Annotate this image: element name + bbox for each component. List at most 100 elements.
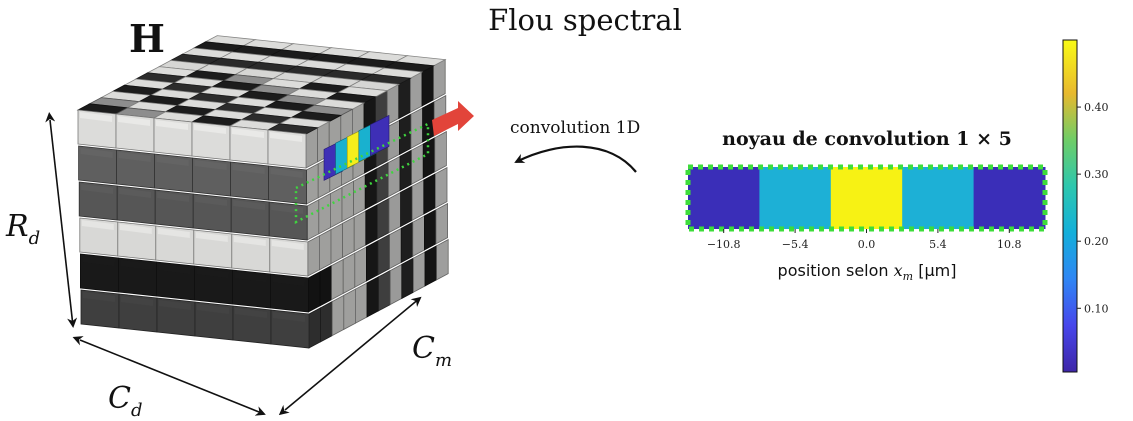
voxel-highlight [233,200,266,210]
voxel-highlight [156,120,188,130]
cube-front-face [77,109,310,349]
cube-side-voxel [319,264,333,307]
voxel-highlight [83,292,115,302]
kernel-x-tick-label: −5.4 [782,238,809,251]
cube-side-voxel [433,58,446,101]
voxel-highlight [196,268,229,278]
voxel-highlight [271,240,304,250]
cube-side-voxel [377,233,391,276]
cube-side-voxel [412,215,425,257]
cube-side-voxel [305,127,319,169]
cube-side-voxel [329,186,343,229]
voxel-highlight [194,124,226,134]
highlighted-voxel [370,114,390,157]
voxel-highlight [159,300,191,310]
cube-side-voxel [341,180,355,223]
cube-side-voxel [366,276,380,318]
cube-side-voxel [364,168,378,210]
voxel-highlight [232,164,265,174]
voxel-highlight [156,156,189,166]
cube-side-voxel [436,238,449,281]
voxel-highlight [232,128,264,138]
kernel-x-tick-label: 10.8 [997,238,1022,251]
voxel-highlight [121,296,153,306]
figure-title: Flou spectral [488,3,682,37]
colorbar [1062,39,1078,373]
voxel-highlight [235,308,267,318]
voxel-highlight [272,276,305,286]
colorbar-tick-label: 0.20 [1084,235,1109,248]
cube-side-voxel [353,174,366,216]
kernel-cell [759,167,832,229]
cube-side-voxel [411,179,425,221]
cube-side-voxel [388,191,402,234]
cube-side-voxel [307,271,321,313]
cube-side-voxel [320,300,333,343]
voxel-highlight [270,168,303,178]
cube-side-voxel [409,71,423,113]
voxel-highlight [271,204,304,214]
voxel-highlight [195,196,228,206]
rd-axis-label: Rd [5,209,40,249]
kernel-x-tick-label: −10.8 [707,238,741,251]
cube-side-voxel [306,199,320,241]
voxel-highlight [157,192,190,202]
voxel-highlight [119,224,152,234]
cube-side-voxel [423,173,436,215]
voxel-highlight [81,220,114,230]
cube-side-voxel [307,235,320,277]
colorbar-tick-label: 0.40 [1084,101,1109,114]
cube-side-voxel [423,209,437,251]
cube-side-voxel [365,204,378,246]
cube-side-voxel [422,137,436,179]
cube-side-voxel [400,221,414,264]
cube-label: H [129,16,165,61]
colorbar-tick-label: 0.30 [1084,168,1109,181]
cube-side-voxel [435,202,449,245]
cube-side-voxel [376,197,390,240]
cube-side-voxel [318,228,332,271]
kernel-cell [830,167,903,229]
cube-side-voxel [353,210,367,252]
voxel-highlight [233,236,266,246]
cube-side-voxel [421,65,435,107]
convolution-arrow [514,145,637,173]
cube-side-voxel [400,185,413,228]
kernel-x-tick-label: 0.0 [858,238,876,251]
voxel-highlight [270,132,302,142]
cm-dimension-arrow [278,296,422,416]
convolution-window-outline [294,122,430,225]
voxel-highlight [194,160,227,170]
voxel-highlight [119,188,152,198]
kernel-cell [688,167,760,229]
voxel-highlight [80,148,113,158]
kernel-strip [688,167,1046,229]
cd-axis-label: Cd [108,381,143,421]
voxel-highlight [234,272,267,282]
cube-side-voxel [331,258,344,301]
cd-dimension-arrow [72,336,266,416]
cube-top-face [76,35,447,135]
cube-side-voxel [424,245,438,287]
cube-side-voxel [399,149,413,192]
cube-side-voxel [342,252,356,295]
cm-axis-label: Cm [412,331,452,371]
cube-side-voxel [401,257,414,300]
red-direction-arrow [432,101,474,136]
convolution-label: convolution 1D [510,118,640,138]
cube-side-voxel [398,77,411,120]
voxel-highlight [120,260,153,270]
cube-side-voxel [306,163,319,205]
data-cube [76,35,474,349]
cube-side-voxel [434,130,447,173]
voxel-highlight [82,256,115,266]
cube-side-voxel [330,222,344,265]
voxel-highlight [197,304,229,314]
voxel-highlight [81,184,114,194]
cube-side-voxel [389,263,403,306]
cube-side-voxel [412,251,426,293]
cube-side-voxel [354,246,367,288]
rd-dimension-arrow [45,112,78,328]
